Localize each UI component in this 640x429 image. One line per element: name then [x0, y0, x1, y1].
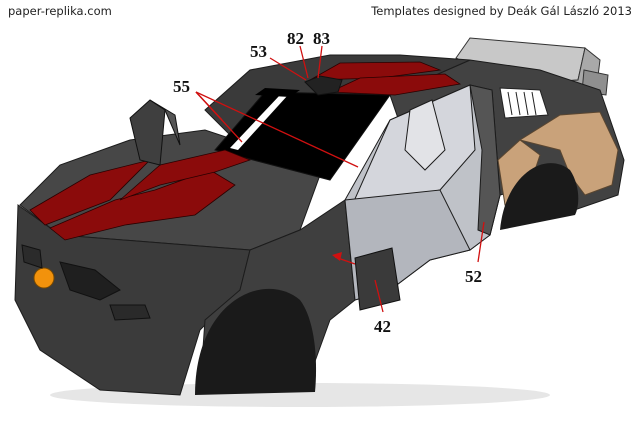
leader-lines	[195, 45, 485, 313]
designer-credit: Templates designed by Deák Gál László 20…	[371, 4, 632, 18]
callout-42: 42	[374, 317, 391, 336]
site-name: paper-replika.com	[8, 4, 112, 18]
callout-53: 53	[250, 42, 267, 61]
rear-fender-flare	[497, 111, 619, 206]
hood-scoop-bracket	[129, 99, 181, 166]
callout-55: 55	[173, 77, 190, 96]
racing-stripes	[29, 61, 462, 241]
front-wheel-well	[195, 288, 317, 395]
part-42-panel	[354, 247, 401, 311]
callout-82: 82	[287, 29, 304, 48]
callout-52: 52	[465, 267, 482, 286]
headlights	[21, 244, 151, 321]
rear-wheel-well	[500, 163, 579, 230]
callout-83: 83	[313, 29, 330, 48]
rear-louvers	[499, 87, 549, 119]
windshield-white-strip	[230, 95, 288, 150]
